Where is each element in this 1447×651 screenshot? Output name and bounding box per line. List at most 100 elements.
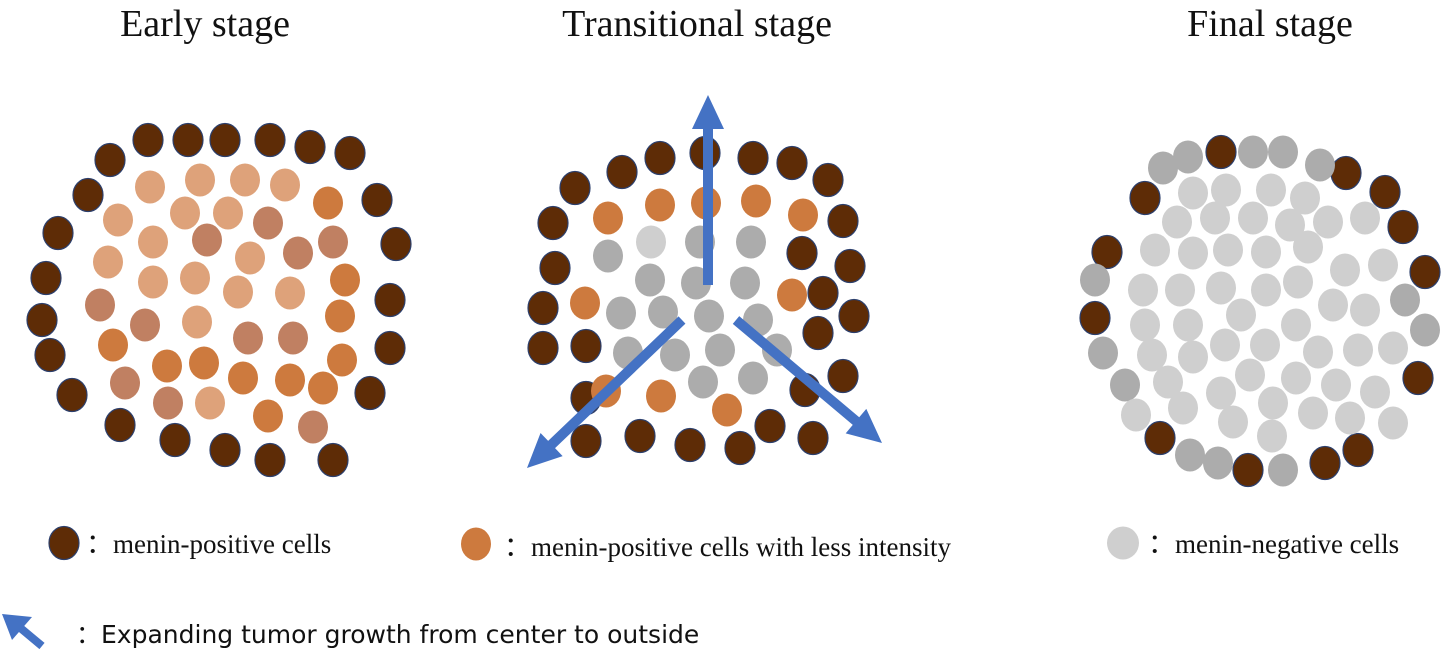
early-less-intensity-cell bbox=[110, 366, 140, 400]
transitional-menin-positive-cell bbox=[827, 358, 859, 394]
arrows-layer bbox=[527, 95, 882, 469]
transitional-menin-positive-cell bbox=[674, 427, 706, 463]
final-menin-negative-cell bbox=[1153, 365, 1183, 399]
final-menin-negative-cell bbox=[1218, 405, 1248, 439]
legend-layer bbox=[2, 525, 1139, 650]
early-less-intensity-cell bbox=[313, 186, 343, 220]
final-menin-negative-cell bbox=[1206, 376, 1236, 410]
final-menin-negative-cell bbox=[1303, 335, 1333, 369]
transitional-menin-negative-cell bbox=[705, 333, 735, 367]
early-less-intensity-cell bbox=[327, 343, 357, 377]
final-menin-negative-cell bbox=[1238, 135, 1268, 169]
transitional-menin-positive-cell bbox=[606, 154, 638, 190]
legend-less-intensity-marker bbox=[461, 527, 491, 561]
final-menin-negative-cell bbox=[1140, 233, 1170, 267]
final-menin-negative-cell bbox=[1203, 446, 1233, 480]
early-menin-positive-cell bbox=[104, 407, 136, 443]
final-menin-negative-cell bbox=[1268, 135, 1298, 169]
transitional-menin-negative-cell bbox=[660, 338, 690, 372]
early-menin-positive-cell bbox=[254, 442, 286, 478]
early-less-intensity-cell bbox=[135, 170, 165, 204]
final-menin-negative-cell bbox=[1250, 328, 1280, 362]
transitional-menin-positive-cell bbox=[624, 418, 656, 454]
final-menin-negative-cell bbox=[1335, 401, 1365, 435]
early-less-intensity-cell bbox=[98, 328, 128, 362]
final-menin-negative-cell bbox=[1128, 273, 1158, 307]
early-menin-positive-cell bbox=[374, 330, 406, 366]
early-menin-positive-cell bbox=[354, 375, 386, 411]
legend-arrow-icon bbox=[2, 614, 45, 650]
early-less-intensity-cell bbox=[152, 349, 182, 383]
final-menin-negative-cell bbox=[1281, 361, 1311, 395]
early-menin-positive-cell bbox=[294, 129, 326, 165]
final-menin-positive-cell bbox=[1129, 180, 1161, 216]
transitional-menin-positive-cell bbox=[559, 170, 591, 206]
transitional-menin-positive-cell bbox=[827, 203, 859, 239]
growth-arrow-up bbox=[692, 95, 724, 285]
transitional-menin-positive-cell bbox=[644, 140, 676, 176]
early-menin-positive-cell bbox=[26, 302, 58, 338]
final-menin-negative-cell bbox=[1378, 331, 1408, 365]
early-less-intensity-cell bbox=[103, 203, 133, 237]
early-less-intensity-cell bbox=[138, 225, 168, 259]
early-menin-positive-cell bbox=[380, 226, 412, 262]
transitional-less-intensity-cell bbox=[646, 379, 676, 413]
early-less-intensity-cell bbox=[85, 288, 115, 322]
early-menin-positive-cell bbox=[94, 142, 126, 178]
final-menin-negative-cell bbox=[1130, 308, 1160, 342]
final-menin-positive-cell bbox=[1342, 432, 1374, 468]
early-less-intensity-cell bbox=[180, 261, 210, 295]
transitional-menin-positive-cell bbox=[527, 290, 559, 326]
transitional-menin-positive-cell bbox=[737, 140, 769, 176]
transitional-less-intensity-cell bbox=[777, 278, 807, 312]
legend-less-intensity-label: ：menin-positive cells with less intensit… bbox=[504, 532, 951, 562]
final-menin-negative-cell bbox=[1410, 313, 1440, 347]
final-menin-positive-cell bbox=[1091, 234, 1123, 270]
early-less-intensity-cell bbox=[228, 361, 258, 395]
transitional-menin-positive-cell bbox=[786, 235, 818, 271]
final-menin-positive-cell bbox=[1409, 254, 1441, 290]
final-menin-positive-cell bbox=[1369, 174, 1401, 210]
final-menin-negative-cell bbox=[1318, 288, 1348, 322]
final-menin-negative-cell bbox=[1226, 298, 1256, 332]
early-less-intensity-cell bbox=[223, 275, 253, 309]
final-menin-negative-cell bbox=[1298, 396, 1328, 430]
final-menin-negative-cell bbox=[1213, 233, 1243, 267]
early-menin-positive-cell bbox=[159, 422, 191, 458]
final-menin-negative-cell bbox=[1178, 176, 1208, 210]
final-menin-negative-cell bbox=[1200, 201, 1230, 235]
final-menin-negative-cell bbox=[1137, 338, 1167, 372]
final-menin-positive-cell bbox=[1205, 134, 1237, 170]
early-stage-title: Early stage bbox=[120, 3, 290, 45]
early-less-intensity-cell bbox=[213, 196, 243, 230]
early-less-intensity-cell bbox=[318, 225, 348, 259]
early-less-intensity-cell bbox=[195, 386, 225, 420]
transitional-menin-positive-cell bbox=[724, 430, 756, 466]
transitional-menin-positive-cell bbox=[812, 162, 844, 198]
final-menin-negative-cell bbox=[1251, 273, 1281, 307]
early-menin-positive-cell bbox=[42, 215, 74, 251]
early-menin-positive-cell bbox=[132, 122, 164, 158]
early-less-intensity-cell bbox=[233, 321, 263, 355]
final-menin-negative-cell bbox=[1173, 140, 1203, 174]
early-less-intensity-cell bbox=[278, 321, 308, 355]
early-less-intensity-cell bbox=[330, 263, 360, 297]
final-menin-positive-cell bbox=[1402, 360, 1434, 396]
transitional-menin-positive-cell bbox=[537, 205, 569, 241]
final-menin-negative-cell bbox=[1293, 230, 1323, 264]
final-menin-negative-cell bbox=[1235, 358, 1265, 392]
final-menin-negative-cell bbox=[1257, 419, 1287, 453]
transitional-menin-positive-cell bbox=[539, 250, 571, 286]
final-menin-negative-cell bbox=[1390, 283, 1420, 317]
final-menin-negative-cell bbox=[1175, 438, 1205, 472]
early-less-intensity-cell bbox=[189, 346, 219, 380]
final-menin-negative-cell bbox=[1162, 205, 1192, 239]
early-menin-positive-cell bbox=[72, 177, 104, 213]
transitional-menin-negative-cell bbox=[688, 365, 718, 399]
growth-arrow-down-right bbox=[732, 316, 882, 443]
final-menin-negative-cell bbox=[1088, 336, 1118, 370]
final-menin-negative-cell bbox=[1251, 235, 1281, 269]
transitional-menin-negative-cell bbox=[636, 225, 666, 259]
early-menin-positive-cell bbox=[209, 432, 241, 468]
